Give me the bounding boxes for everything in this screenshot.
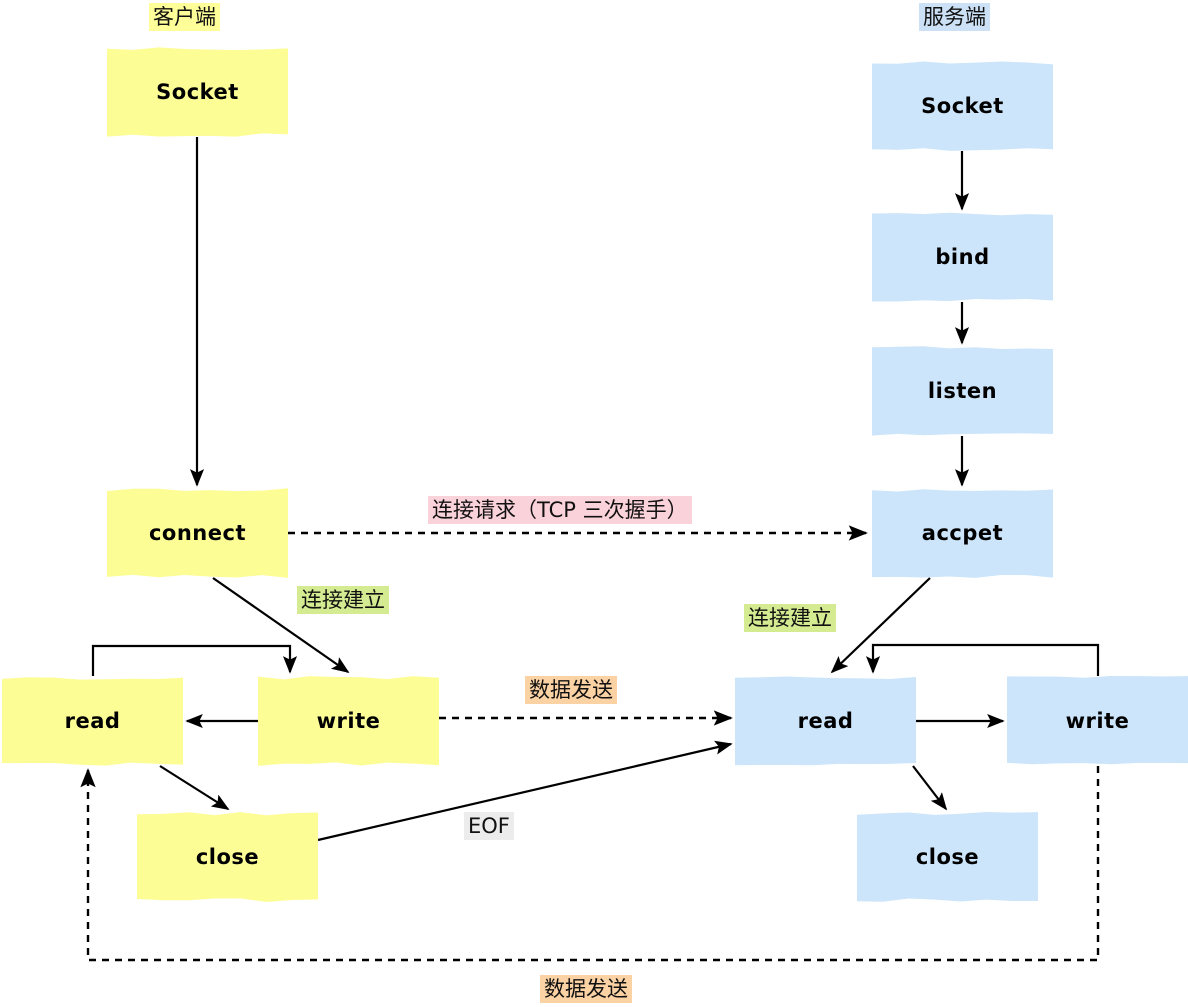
node-s-bind[interactable]: bind — [872, 212, 1053, 302]
label-header-server: 服务端 — [919, 3, 990, 32]
label-header-client: 客户端 — [149, 3, 220, 32]
node-label-c-read: read — [64, 708, 121, 733]
node-s-socket[interactable]: Socket — [872, 61, 1053, 151]
node-c-close[interactable]: close — [137, 812, 318, 902]
label-eof: EOF — [464, 812, 514, 841]
label-data-send-bottom: 数据发送 — [540, 975, 632, 1004]
node-label-s-accpet: accpet — [921, 520, 1004, 545]
node-label-s-bind: bind — [935, 244, 990, 269]
edge-s-write-to-read — [865, 643, 1100, 676]
node-s-listen[interactable]: listen — [872, 346, 1053, 436]
node-s-close[interactable]: close — [857, 812, 1038, 902]
edge-s-read-to-close — [912, 765, 948, 811]
node-label-c-socket: Socket — [156, 79, 239, 104]
label-established-server: 连接建立 — [744, 604, 836, 633]
node-label-s-listen: listen — [927, 378, 998, 403]
edge-c-read-to-close — [159, 765, 230, 810]
edge-c-read-to-write — [91, 644, 298, 676]
node-label-c-close: close — [195, 844, 260, 869]
edge-accpet-to-s-read — [830, 577, 931, 674]
node-label-c-write: write — [316, 708, 381, 733]
label-data-send-top: 数据发送 — [525, 676, 617, 705]
node-label-s-socket: Socket — [921, 93, 1004, 118]
node-c-socket[interactable]: Socket — [107, 47, 288, 137]
label-handshake: 连接请求（TCP 三次握手） — [428, 496, 692, 525]
node-s-accpet[interactable]: accpet — [872, 489, 1053, 578]
node-label-s-write: write — [1065, 708, 1130, 733]
node-label-s-read: read — [797, 708, 854, 733]
node-s-write[interactable]: write — [1007, 676, 1188, 765]
node-s-read[interactable]: read — [735, 676, 916, 766]
node-c-connect[interactable]: connect — [107, 488, 288, 578]
node-c-write[interactable]: write — [258, 676, 439, 766]
node-label-c-connect: connect — [148, 520, 246, 545]
node-c-read[interactable]: read — [2, 677, 183, 766]
label-established-client: 连接建立 — [297, 586, 389, 615]
node-label-s-close: close — [915, 844, 980, 869]
